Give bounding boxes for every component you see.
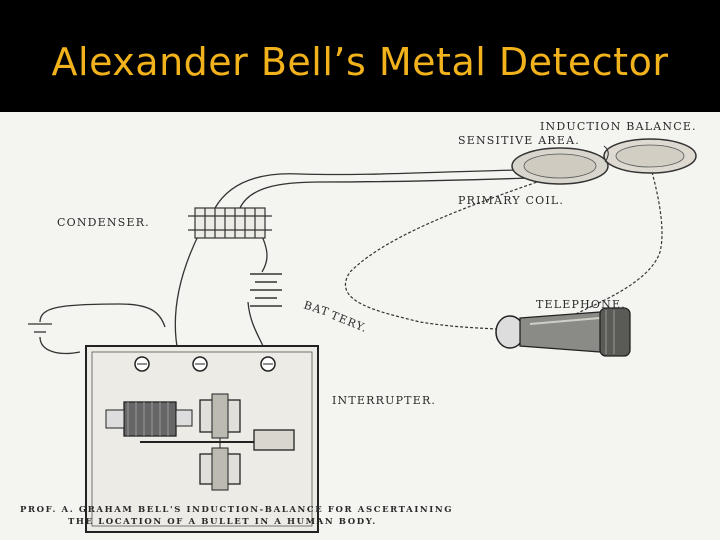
label-battery-part2: TERY.	[329, 309, 370, 336]
diagram-svg: INDUCTION BALANCE. SENSITIVE AREA. PRIMA…	[20, 120, 697, 533]
label-interrupter: INTERRUPTER.	[332, 394, 436, 407]
interrupter-box	[85, 345, 319, 533]
induction-balance-coils	[511, 138, 697, 185]
diagram-figure: INDUCTION BALANCE. SENSITIVE AREA. PRIMA…	[0, 112, 720, 540]
telephone-cord	[344, 171, 663, 335]
label-sensitive-area: SENSITIVE AREA.	[458, 134, 580, 147]
telephone-receiver	[495, 307, 631, 357]
label-condenser: CONDENSER.	[57, 216, 150, 229]
condenser	[188, 207, 272, 239]
label-telephone: TELEPHONE.	[536, 298, 626, 311]
battery	[250, 273, 282, 307]
caption-line-2: THE LOCATION OF A BULLET IN A HUMAN BODY…	[68, 517, 377, 527]
slide-title: Alexander Bell’s Metal Detector	[51, 40, 669, 84]
label-primary-coil: PRIMARY COIL.	[458, 194, 564, 207]
title-bar: Alexander Bell’s Metal Detector	[0, 0, 720, 112]
caption-line-1: PROF. A. GRAHAM BELL'S INDUCTION-BALANCE…	[20, 505, 453, 515]
label-induction-balance: INDUCTION BALANCE.	[540, 120, 697, 133]
label-battery-part1: BAT	[302, 298, 331, 319]
left-terminal	[28, 323, 52, 333]
